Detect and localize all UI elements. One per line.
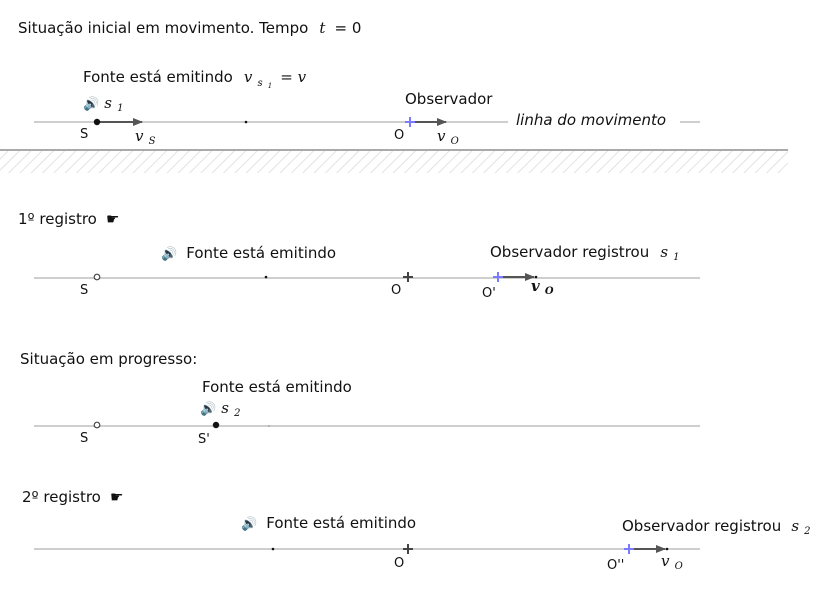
source-eq-var: v: [244, 68, 253, 86]
vel-O-var: v: [437, 127, 446, 145]
observer-registered-label: Observador registrou: [490, 243, 649, 261]
svg-text:v S: v S: [135, 126, 156, 147]
svg-text:🔊 Fonte está emitindo: 🔊 Fonte está emitindo: [161, 243, 336, 262]
source-point: [93, 118, 101, 126]
vel-O-sub: O: [675, 561, 683, 572]
svg-text:Observador registrou s: Observador registrou s 1: [490, 242, 679, 263]
section3-title: Situação em progresso:: [20, 350, 197, 368]
source-initial-point: [93, 421, 101, 429]
observer-signal-sub: 2: [803, 526, 810, 537]
point-O-label: O: [391, 283, 401, 298]
observer-cross: [624, 544, 634, 554]
observer-initial-cross: [403, 272, 413, 282]
ground-hatch: [0, 151, 788, 173]
svg-text:v O: v O: [437, 126, 459, 147]
section2-title: 1º registro: [18, 210, 97, 228]
midpoint-dot: [244, 120, 248, 124]
speaker-icon: 🔊: [200, 400, 216, 417]
time-equation: = 0: [335, 19, 362, 37]
source-initial-point: [93, 273, 101, 281]
pointing-hand-icon: ☛: [106, 210, 119, 228]
point-S-label: S: [80, 283, 88, 298]
observer-signal-var: s: [660, 243, 668, 261]
section-first-record: 1º registro ☛ 🔊 Fonte está emitindo Obse…: [18, 209, 700, 301]
point-O2-label: O'': [607, 558, 624, 573]
svg-text:2º registro ☛: 2º registro ☛: [22, 487, 123, 506]
source-eq-subsub: 1: [268, 82, 272, 90]
observer-signal-var: s: [791, 517, 799, 535]
speaker-icon: 🔊: [83, 95, 99, 112]
speaker-icon: 🔊: [161, 245, 177, 262]
svg-text:🔊 s 2: 🔊 s 2: [200, 398, 240, 419]
vel-O-var: v: [531, 277, 540, 295]
section-progress: Situação em progresso: Fonte está emitin…: [20, 350, 700, 447]
point-O1-label: O': [482, 286, 496, 301]
source-emitting-label: Fonte está emitindo: [83, 68, 233, 86]
vel-O-sub: O: [545, 286, 554, 297]
source-eq-rhs: = v: [280, 68, 306, 86]
signal-var: s: [104, 94, 112, 112]
svg-text:Situação inicial em movimento.: Situação inicial em movimento. Tempo t =…: [18, 18, 361, 37]
midpoint-dot: [264, 275, 268, 279]
arrow-tip-dot: [534, 275, 538, 279]
midpoint-dot: [268, 425, 270, 427]
observer-initial-cross: [403, 544, 413, 554]
svg-text:🔊 s 1: 🔊 s 1: [83, 93, 123, 114]
svg-text:v O: v O: [661, 551, 683, 572]
speaker-icon: 🔊: [241, 515, 257, 532]
vel-O-var: v: [661, 552, 670, 570]
svg-text:🔊 Fonte está emitindo: 🔊 Fonte está emitindo: [241, 513, 416, 532]
vel-O-sub: O: [451, 136, 459, 147]
svg-text:v O: v O: [531, 276, 554, 297]
svg-text:1º registro ☛: 1º registro ☛: [18, 209, 119, 228]
source-emitting-label: Fonte está emitindo: [202, 378, 352, 396]
section-initial: Situação inicial em movimento. Tempo t =…: [0, 18, 788, 173]
observer-signal-sub: 1: [673, 252, 679, 263]
source-current-point: [212, 421, 220, 429]
signal-var: s: [221, 399, 229, 417]
section-second-record: 2º registro ☛ 🔊 Fonte está emitindo Obse…: [22, 487, 810, 573]
signal-sub: 1: [117, 103, 123, 114]
section4-title: 2º registro: [22, 488, 101, 506]
observer-label: Observador: [405, 90, 493, 108]
source-emitting-label: Fonte está emitindo: [186, 244, 336, 262]
vel-S-var: v: [135, 127, 144, 145]
observer-registered-label: Observador registrou: [622, 517, 781, 535]
observer-cross: [493, 272, 503, 282]
svg-text:Fonte está emitindo v: Fonte está emitindo v s 1 = v: [83, 67, 307, 92]
time-variable: t: [319, 19, 326, 37]
source-dot: [271, 547, 275, 551]
arrow-tip-dot: [665, 547, 669, 551]
point-O-label: O: [394, 556, 404, 571]
point-S-label: S: [80, 127, 88, 142]
motion-line-label: linha do movimento: [516, 111, 666, 129]
point-S1-label: S': [198, 432, 210, 447]
point-S-label: S: [80, 431, 88, 446]
vel-S-sub: S: [149, 136, 156, 147]
pointing-hand-icon: ☛: [110, 488, 123, 506]
source-eq-sub: s: [257, 78, 262, 89]
point-O-label: O: [394, 128, 404, 143]
source-emitting-label: Fonte está emitindo: [266, 514, 416, 532]
section1-title: Situação inicial em movimento. Tempo: [18, 19, 308, 37]
svg-text:Observador registrou s: Observador registrou s 2: [622, 516, 810, 537]
signal-sub: 2: [233, 408, 240, 419]
observer-cross: [405, 117, 415, 127]
